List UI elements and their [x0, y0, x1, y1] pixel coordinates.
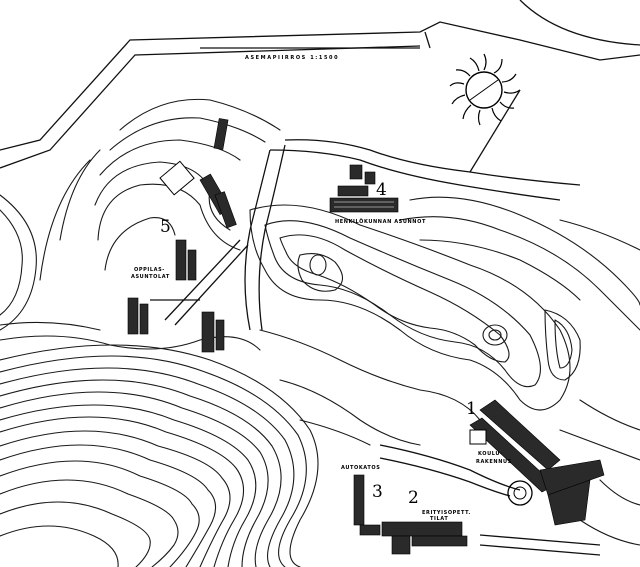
plot-boundary [0, 0, 640, 169]
label-koulurakennus-1: KOULU- [478, 451, 503, 457]
roads [244, 89, 581, 506]
building-group-2 [381, 521, 601, 556]
contour-lines [0, 98, 640, 567]
building-group-4 [329, 164, 399, 213]
building-number-3: 3 [372, 482, 383, 502]
building-number-2: 2 [408, 488, 419, 508]
building-number-4: 4 [376, 180, 387, 200]
label-autokatos: AUTOKATOS [341, 465, 380, 471]
label-henkilokunnan-asunnot: HENKILÖKUNNAN ASUNNOT [335, 218, 426, 225]
label-oppilasasuntolat-1: OPPILAS- [134, 267, 165, 273]
label-oppilasasuntolat-2: ASUNTOLAT [131, 274, 170, 280]
building-number-5: 5 [160, 217, 171, 237]
plan-title: ASEMAPIIRROS 1:1500 [245, 55, 339, 61]
building-number-1: 1 [466, 399, 477, 419]
building-group-5 [127, 118, 249, 353]
label-koulurakennus-2: RAKENNUS [476, 459, 512, 465]
plan-labels: ASEMAPIIRROS 1:1500 5 4 1 3 2 KOULU- RAK… [131, 55, 512, 522]
sun-icon [449, 53, 521, 126]
building-group-1 [469, 399, 605, 526]
label-erityisopettajat-1: ERITYISOPETT. [422, 510, 471, 516]
lake-edge [0, 194, 37, 331]
label-erityisopettajat-2: TILAT [430, 516, 448, 522]
building-group-3 [353, 474, 381, 536]
